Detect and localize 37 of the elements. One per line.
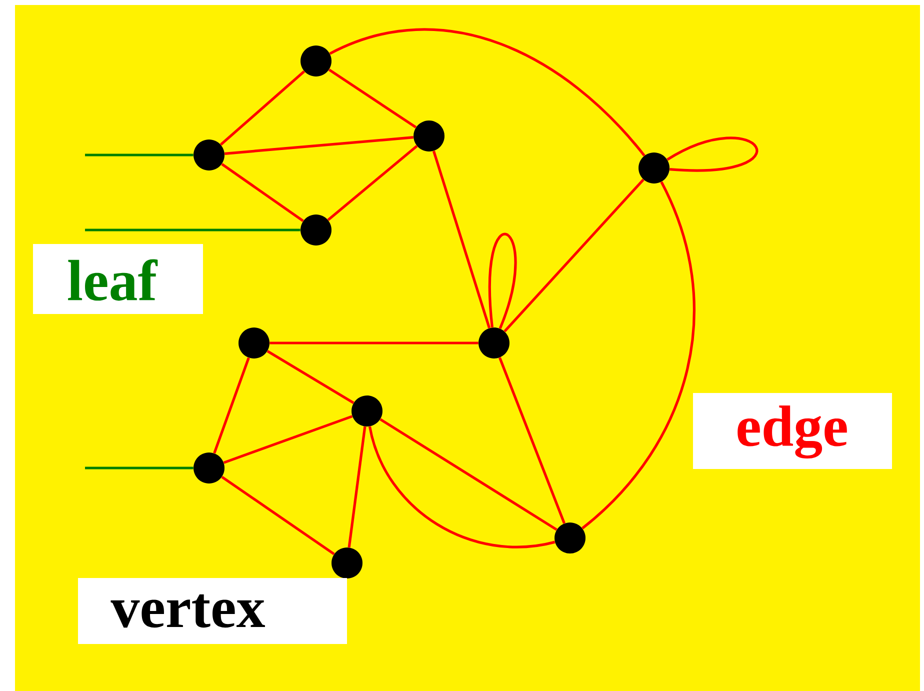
leaf-line	[85, 228, 300, 232]
edge-line	[328, 68, 417, 128]
edge-line	[348, 426, 366, 548]
edge-line	[221, 162, 304, 222]
edge-line	[223, 415, 353, 464]
edge-line	[327, 145, 418, 221]
vertex	[554, 522, 586, 554]
vertex	[194, 140, 224, 170]
edge-line	[432, 150, 491, 328]
loop-edge	[666, 136, 758, 172]
edge-line	[213, 357, 250, 454]
leaf-line	[85, 154, 194, 156]
label-box: leaf	[33, 244, 203, 314]
vertex	[414, 120, 444, 152]
label-box: edge	[693, 393, 892, 469]
edge-line	[220, 70, 306, 146]
vertex	[238, 328, 270, 358]
edge-line	[504, 178, 644, 332]
vertex	[194, 452, 224, 484]
edge-line	[224, 136, 414, 155]
vertex	[638, 152, 670, 184]
edge-line	[270, 342, 478, 344]
leaf-line	[85, 466, 194, 470]
loop-edge	[488, 233, 517, 329]
edge-line	[266, 350, 354, 404]
edge-line	[498, 357, 566, 524]
edge-line	[380, 418, 558, 531]
edge-line	[329, 28, 646, 156]
edge-line	[582, 181, 696, 530]
edge-line	[221, 476, 335, 556]
edge-line	[368, 426, 556, 548]
vertex	[478, 328, 510, 358]
vertex	[332, 548, 362, 578]
label-box: vertex	[78, 578, 347, 644]
vertex	[300, 214, 332, 246]
vertex	[352, 396, 382, 426]
vertex	[300, 46, 332, 76]
